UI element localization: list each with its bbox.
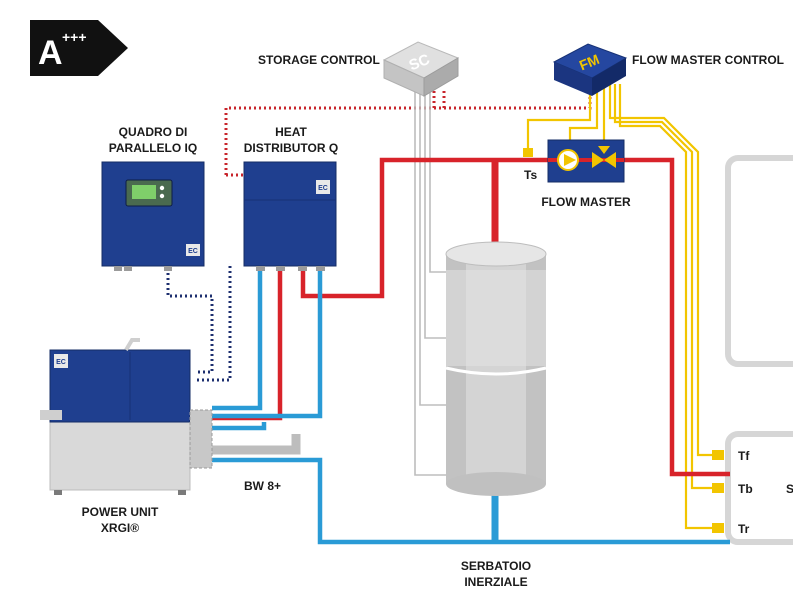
flow-master-label: FLOW MASTER xyxy=(541,195,631,209)
quadro-brand-mark: EC xyxy=(188,248,198,255)
flow-master-unit xyxy=(547,139,625,183)
storage-control-mark: SC xyxy=(407,51,433,75)
signal-lines-navy xyxy=(166,266,232,382)
heat-distributor-label-line1: HEAT xyxy=(275,125,307,139)
buffer-tank xyxy=(445,241,547,496)
bw-label: BW 8+ xyxy=(244,479,281,493)
right-unit-outline-bottom xyxy=(725,431,793,545)
flow-master-control-label: FLOW MASTER CONTROL xyxy=(632,53,784,67)
cold-pipes xyxy=(212,266,730,545)
energy-class-badge: A +++ xyxy=(30,20,128,76)
storage-control-device: SC xyxy=(382,41,460,97)
serbatoio-label-line1: SERBATOIO xyxy=(461,559,531,573)
tb-label: Tb xyxy=(738,482,753,496)
flow-master-control-mark: FM xyxy=(577,51,602,73)
power-unit: EC xyxy=(40,338,213,495)
tf-label: Tf xyxy=(738,449,750,463)
storage-sensor-wires xyxy=(414,90,452,476)
right-unit-outline-top xyxy=(725,155,793,367)
storage-control-label: STORAGE CONTROL xyxy=(258,53,380,67)
signal-lines-red xyxy=(224,84,592,177)
heat-distributor-label-line2: DISTRIBUTOR Q xyxy=(244,141,338,155)
power-unit-label-line1: POWER UNIT xyxy=(82,505,159,519)
ts-label: Ts xyxy=(524,168,537,182)
heat-distributor-brand-mark: EC xyxy=(318,185,328,192)
edge-s-label: S xyxy=(786,482,793,496)
energy-grade-plus: +++ xyxy=(62,29,87,45)
flow-master-control-device: FM xyxy=(552,43,628,96)
quadro-label-line1: QUADRO DI xyxy=(119,125,188,139)
energy-grade: A xyxy=(38,34,63,72)
serbatoio-label-line2: INERZIALE xyxy=(464,575,527,589)
quadro-parallelo-panel: EC xyxy=(101,161,205,271)
power-unit-brand-mark: EC xyxy=(56,359,66,366)
heat-distributor-panel: EC xyxy=(243,161,337,271)
sensor-points xyxy=(523,148,724,533)
exhaust-pipe xyxy=(212,434,301,455)
tr-label: Tr xyxy=(738,522,750,536)
flowmaster-sensor-wires xyxy=(526,84,712,530)
power-unit-label-line2: XRGI® xyxy=(101,521,139,535)
quadro-label-line2: PARALLELO IQ xyxy=(109,141,197,155)
